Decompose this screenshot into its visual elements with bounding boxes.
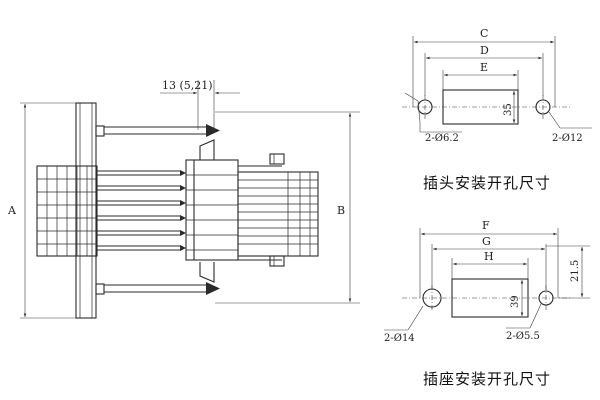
plug-cutout-view: C D E 35 2-Ø6.2 2-Ø12 插头安装开孔尺寸 bbox=[402, 27, 592, 192]
dimension-e-label: E bbox=[480, 61, 488, 74]
plug-cutout-caption: 插头安装开孔尺寸 bbox=[423, 174, 551, 192]
guide-pin-bottom bbox=[104, 282, 220, 295]
plug-height-label: 35 bbox=[503, 103, 514, 116]
dimension-g-label: G bbox=[482, 235, 491, 248]
dimension-d-label: D bbox=[480, 44, 489, 57]
socket-small-hole-label: 2-Ø5.5 bbox=[506, 331, 540, 342]
socket-cutout-view: F G H 39 21.5 2-Ø14 2-Ø5.5 插座安装开孔尺寸 bbox=[384, 219, 590, 388]
socket-height-label: 39 bbox=[510, 295, 521, 308]
plug-large-hole-label: 2-Ø12 bbox=[552, 133, 583, 144]
socket-large-hole-label: 2-Ø14 bbox=[384, 333, 415, 344]
dimension-b: B bbox=[215, 111, 360, 304]
dimension-a: A bbox=[7, 102, 76, 319]
socket-rect-cutout bbox=[451, 278, 529, 318]
connector-body bbox=[36, 165, 98, 257]
dimension-a-label: A bbox=[7, 204, 17, 217]
plug-small-hole-label: 2-Ø6.2 bbox=[425, 133, 459, 144]
contact-pins bbox=[97, 170, 186, 251]
mating-housing bbox=[185, 139, 285, 283]
socket-cutout-caption: 插座安装开孔尺寸 bbox=[423, 370, 551, 388]
dimension-offset-label: 13 (5,21) bbox=[162, 79, 213, 92]
guide-pin-top bbox=[104, 124, 220, 137]
socket-side-label: 21.5 bbox=[570, 260, 581, 282]
plug-rect-cutout bbox=[442, 89, 519, 125]
mounting-flange bbox=[75, 102, 105, 319]
connector-side-view: A B 13 (5,21) bbox=[7, 79, 360, 319]
dimension-c-label: C bbox=[480, 27, 488, 40]
dimension-f-label: F bbox=[482, 219, 490, 232]
dimension-b-label: B bbox=[337, 204, 345, 217]
cable-block bbox=[237, 171, 319, 257]
dimension-h-label: H bbox=[484, 250, 494, 263]
dimension-offset: 13 (5,21) bbox=[160, 79, 240, 130]
